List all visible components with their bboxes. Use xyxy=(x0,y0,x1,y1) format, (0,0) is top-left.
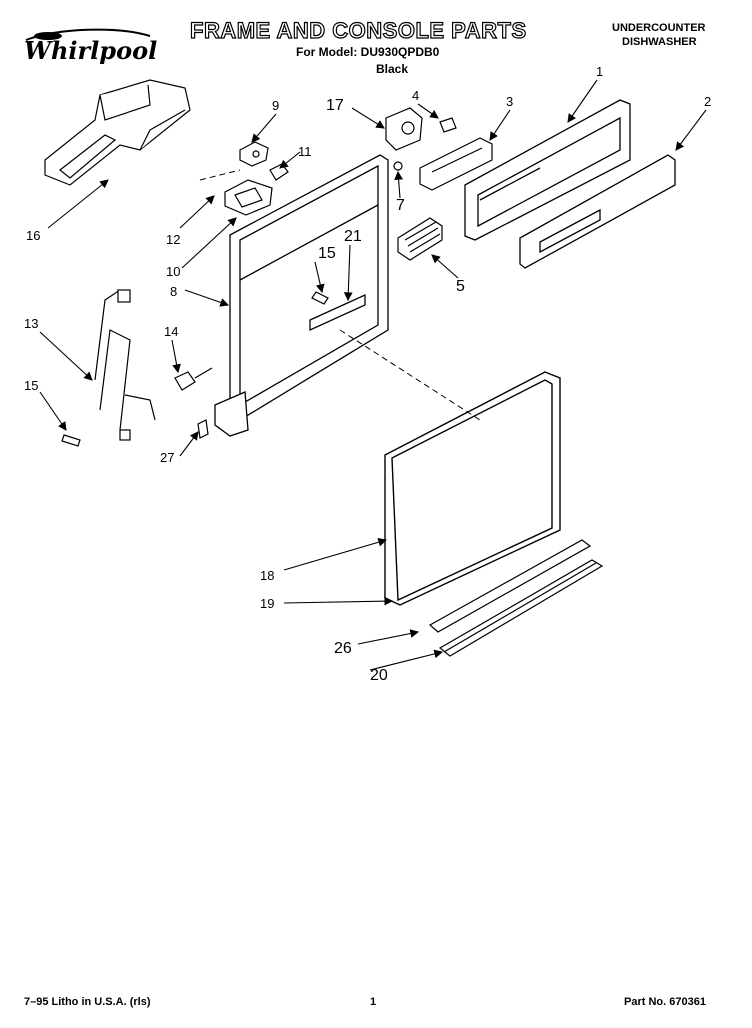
part-10-latch-housing xyxy=(224,179,273,216)
part-7-screw xyxy=(393,161,403,171)
part-9-hinge-bracket xyxy=(239,141,269,167)
callout-19: 19 xyxy=(260,596,274,611)
part-4-knob xyxy=(439,117,457,133)
part-20-bottom-trim xyxy=(438,559,604,657)
callout-16: 16 xyxy=(26,228,40,243)
page-title: FRAME AND CONSOLE PARTS xyxy=(189,17,527,43)
callout-2: 2 xyxy=(704,94,711,109)
callout-10: 10 xyxy=(166,264,180,279)
color-line: Black xyxy=(376,62,409,76)
model-line: For Model: DU930QPDB0 xyxy=(296,45,440,59)
part-26-trim-strip xyxy=(428,539,592,633)
part-18-door-panel xyxy=(384,371,561,606)
category-line-2: DISHWASHER xyxy=(622,36,697,48)
category-line-1: UNDERCOUNTER xyxy=(612,22,706,34)
assembly-line xyxy=(339,329,481,421)
logo-swoosh-icon xyxy=(25,28,151,41)
part-5-button-pad xyxy=(397,217,443,261)
part-27-clip xyxy=(197,419,209,439)
whirlpool-logo: Whirlpool xyxy=(18,26,158,74)
leader-lines xyxy=(39,79,707,671)
callout-1: 1 xyxy=(596,64,603,79)
callout-13: 13 xyxy=(24,316,38,331)
callout-5: 5 xyxy=(456,278,465,295)
part-17-timer xyxy=(385,107,423,151)
assembly-line-2 xyxy=(199,169,241,181)
callout-18: 18 xyxy=(260,568,274,583)
callout-12: 12 xyxy=(166,232,180,247)
part-11-clip xyxy=(269,163,289,181)
callout-26: 26 xyxy=(334,640,352,657)
part-1-console-panel xyxy=(464,99,631,241)
callout-14: 14 xyxy=(164,324,178,339)
part-2-console-overlay xyxy=(519,154,676,269)
callout-4: 4 xyxy=(412,88,419,103)
callout-15-screw: 15 xyxy=(24,378,38,393)
part-15-screw xyxy=(61,291,329,447)
callout-27: 27 xyxy=(160,450,174,465)
part-8-door-frame xyxy=(214,154,389,437)
part-number: Part No. 670361 xyxy=(624,996,706,1008)
page-number: 1 xyxy=(370,996,377,1008)
callout-8: 8 xyxy=(170,284,177,299)
print-info: 7–95 Litho in U.S.A. (rls) xyxy=(24,996,151,1008)
callout-17: 17 xyxy=(326,97,344,114)
callout-20: 20 xyxy=(370,667,388,684)
callout-9: 9 xyxy=(272,98,279,113)
callout-21: 21 xyxy=(344,228,362,245)
part-13-wire-harness xyxy=(94,289,156,441)
callout-11: 11 xyxy=(298,144,312,159)
callout-15-frame-screw: 15 xyxy=(318,245,336,262)
callout-3: 3 xyxy=(506,94,513,109)
part-3-switch-module xyxy=(419,137,493,191)
part-14-switch xyxy=(174,367,213,391)
brand-name: Whirlpool xyxy=(24,36,158,65)
callout-7: 7 xyxy=(396,197,405,214)
part-16-console-cap xyxy=(44,79,191,186)
